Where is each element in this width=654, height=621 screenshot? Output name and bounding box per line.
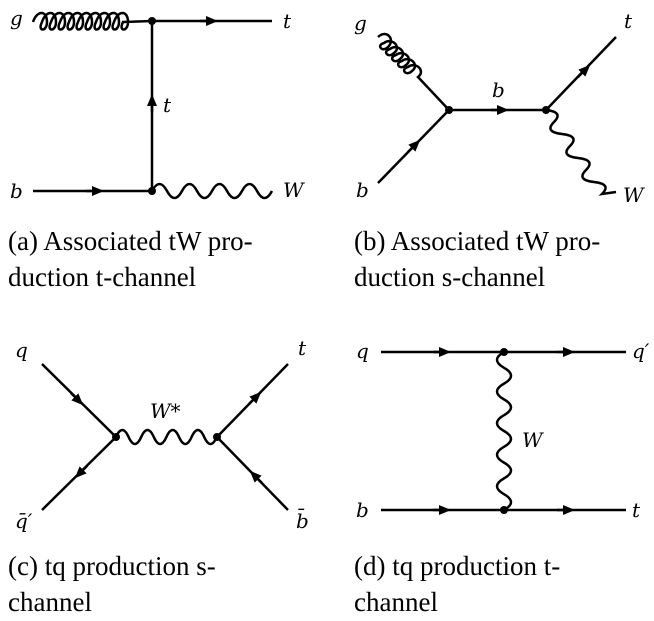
vertex xyxy=(500,348,508,356)
gluon-line xyxy=(377,32,450,111)
w-boson-line xyxy=(495,350,513,512)
particle-label-t: t xyxy=(624,9,633,33)
particle-label-g: g xyxy=(354,11,367,35)
arrow xyxy=(70,392,84,406)
particle-label-w: W xyxy=(283,178,305,202)
particle-label-b: b xyxy=(10,179,23,203)
gluon-line xyxy=(31,11,153,31)
particle-label-b: b xyxy=(492,78,505,102)
diagram-a xyxy=(31,11,274,200)
caption-line: duction s-channel xyxy=(354,262,546,292)
particle-label-w: W xyxy=(522,428,544,452)
diagram-d xyxy=(381,347,626,515)
arrow xyxy=(74,465,88,479)
caption-line: duction t-channel xyxy=(8,262,197,292)
caption-line: (b) Associated tW pro- xyxy=(354,226,601,256)
vertex xyxy=(148,17,156,25)
caption-d: (d) tq production t- channel xyxy=(354,548,650,620)
vertex xyxy=(542,106,550,114)
particle-label-q: q xyxy=(356,339,369,363)
caption-line: (a) Associated tW pro- xyxy=(8,226,253,256)
particle-label-q-bar-prime: q̄′ xyxy=(15,509,33,533)
vertex xyxy=(500,506,508,514)
caption-line: channel xyxy=(354,587,438,617)
caption-b: (b) Associated tW pro- duction s-channel xyxy=(354,223,650,295)
particle-label-t: t xyxy=(163,93,172,117)
particle-label-b: b xyxy=(356,178,369,202)
caption-a: (a) Associated tW pro- duction t-channel xyxy=(8,223,304,295)
vertex xyxy=(148,187,156,195)
particle-label-q-prime: q′ xyxy=(632,339,650,363)
particle-label-w: W xyxy=(623,183,645,207)
w-boson-line xyxy=(545,108,617,196)
arrow xyxy=(248,391,262,405)
particle-label-t: t xyxy=(632,498,641,522)
w-boson-line xyxy=(114,428,218,446)
arrow xyxy=(577,64,591,78)
arrow xyxy=(249,470,263,484)
caption-line: (c) tq production s- xyxy=(8,551,216,581)
vertex xyxy=(112,433,120,441)
particle-label-t: t xyxy=(298,336,307,360)
diagram-c xyxy=(41,363,289,511)
anti-b-quark-out xyxy=(216,436,289,511)
vertex xyxy=(445,106,453,114)
particle-label-w-star: W* xyxy=(150,399,181,423)
arrow xyxy=(407,139,421,153)
particle-label-g: g xyxy=(10,6,23,30)
particle-label-t: t xyxy=(283,9,292,33)
particle-label-b-bar: b̄ xyxy=(296,508,309,533)
caption-line: channel xyxy=(8,587,92,617)
vertex xyxy=(213,433,221,441)
caption-c: (c) tq production s- channel xyxy=(8,548,304,620)
particle-label-q: q xyxy=(15,338,28,362)
particle-label-b: b xyxy=(356,498,369,522)
caption-line: (d) tq production t- xyxy=(354,551,561,581)
diagram-b xyxy=(377,32,617,196)
w-boson-line xyxy=(150,182,274,200)
